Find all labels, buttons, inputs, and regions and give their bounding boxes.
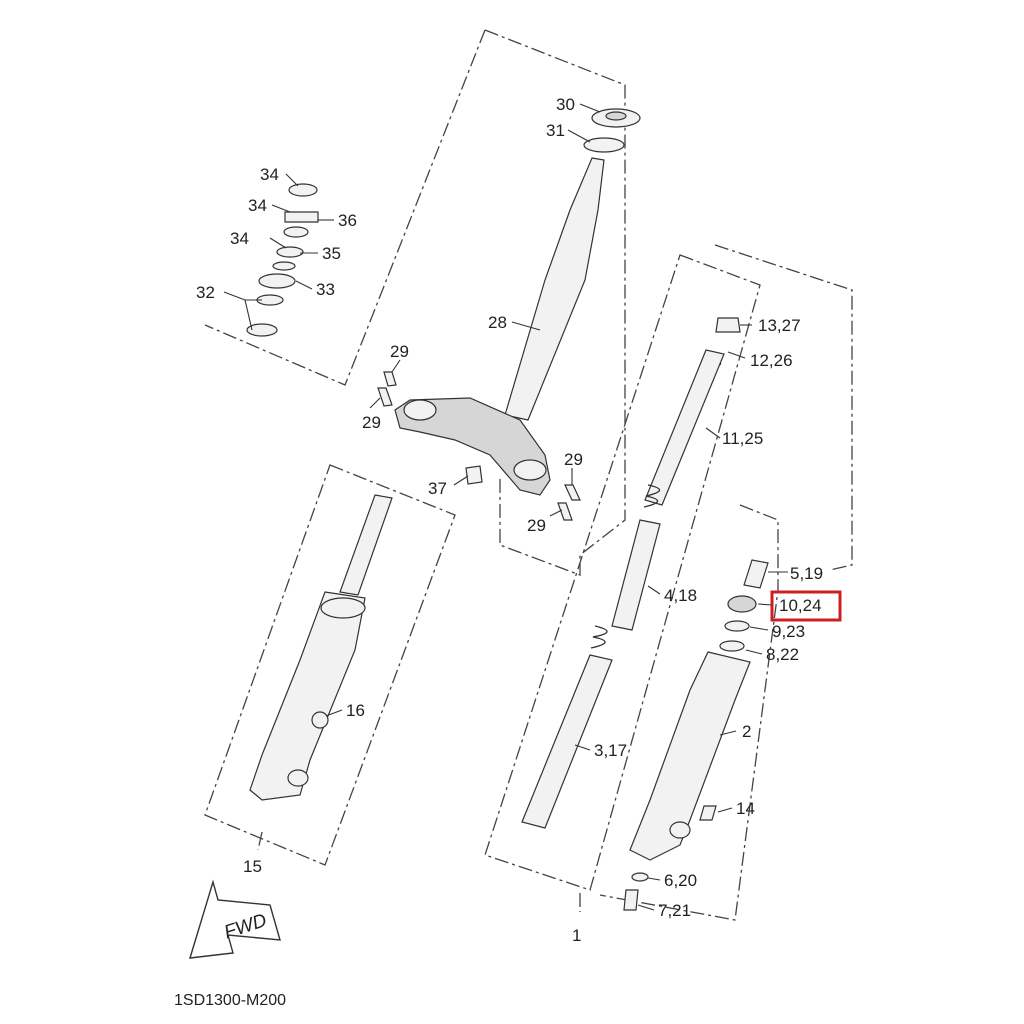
group15-leader [257, 831, 263, 851]
leader-lines [223, 103, 788, 911]
callout-9-23: 9,23 [772, 622, 805, 641]
callout-29-c: 29 [564, 450, 583, 469]
callout-5-19: 5,19 [790, 564, 823, 583]
left-fork-assembly [249, 494, 393, 801]
bearing-33 [258, 273, 296, 289]
callout-28: 28 [488, 313, 507, 332]
bearing-stack [246, 183, 319, 337]
callout-29-a: 29 [390, 342, 409, 361]
washer-34-top [288, 183, 318, 197]
right-axle-boss [669, 821, 691, 839]
callout-labels: 30 31 34 34 36 34 35 33 32 28 29 29 29 2… [196, 95, 823, 945]
under-bracket [394, 397, 551, 496]
callout-4-18: 4,18 [664, 586, 697, 605]
callout-32: 32 [196, 283, 215, 302]
inner-tube-3 [521, 654, 613, 829]
callout-37: 37 [428, 479, 447, 498]
left-caliper-boss [311, 711, 329, 729]
bracket-clamp-right [513, 459, 547, 481]
callout-10-24: 10,24 [779, 596, 822, 615]
collar-5 [743, 559, 769, 589]
washer-34-low [272, 261, 296, 271]
callout-11-25: 11,25 [722, 429, 763, 448]
callout-14: 14 [736, 799, 755, 818]
bracket-clamp-left [403, 399, 437, 421]
bolt-29-a [383, 371, 397, 387]
callout-7-21: 7,21 [658, 901, 691, 920]
inner-tube-outline [484, 254, 761, 891]
bolt-29-d [557, 502, 573, 521]
group-outlines [204, 29, 853, 921]
spring-coil-upper [643, 484, 661, 508]
clip-9 [724, 620, 750, 632]
fwd-arrow: FWD [189, 879, 281, 959]
callout-35: 35 [322, 244, 341, 263]
callout-6-20: 6,20 [664, 871, 697, 890]
callout-30: 30 [556, 95, 575, 114]
callout-33: 33 [316, 280, 335, 299]
highlight-box [770, 590, 842, 622]
lock-washer-36 [284, 211, 319, 223]
left-outer-tube-16 [249, 591, 366, 801]
washer-8 [719, 640, 745, 652]
damper-rod-4 [611, 519, 661, 631]
bolts [377, 371, 581, 521]
fork-spring-11 [644, 349, 725, 506]
callout-29-b: 29 [362, 413, 381, 432]
callout-34-mid: 34 [248, 196, 267, 215]
outer-tube-2 [629, 651, 751, 861]
callout-29-d: 29 [527, 516, 546, 535]
callout-12-26: 12,26 [750, 351, 793, 370]
right-fork-outline [714, 244, 853, 571]
bearing-kit-outline [204, 29, 486, 386]
outer-tube-outline [599, 504, 779, 921]
steering-stem-outline [484, 29, 626, 576]
right-fork-assembly [623, 559, 769, 911]
steering-stem-28 [504, 157, 605, 421]
callout-3-17: 3,17 [594, 741, 627, 760]
callout-13-27: 13,27 [758, 316, 801, 335]
callout-16: 16 [346, 701, 365, 720]
inner-tube-assembly [521, 317, 741, 829]
seal-31 [583, 137, 625, 153]
bearing-30-inner [605, 111, 627, 121]
callout-8-22: 8,22 [766, 645, 799, 664]
drawing-code: 1SD1300-M200 [174, 992, 286, 1009]
left-fork-outline [204, 464, 456, 866]
left-inner-tube [339, 494, 393, 596]
nut-35 [276, 246, 304, 258]
washer-6 [631, 872, 649, 882]
bearing-32-b [246, 323, 278, 337]
left-fork-clamp [320, 597, 366, 619]
washer-34-mid [283, 226, 309, 238]
callout-15: 15 [243, 857, 262, 876]
cap-bolt-13 [715, 317, 741, 333]
callout-34-low: 34 [230, 229, 249, 248]
steering-stem-assembly [394, 108, 641, 496]
bolt-7 [623, 889, 639, 911]
callout-31: 31 [546, 121, 565, 140]
callout-2: 2 [742, 722, 751, 741]
callout-1: 1 [572, 926, 581, 945]
callout-34-top: 34 [260, 165, 279, 184]
spring-coil-lower [590, 625, 608, 649]
oil-seal-10 [727, 595, 757, 613]
callout-36: 36 [338, 211, 357, 230]
bolt-14 [699, 805, 717, 821]
left-axle-boss [287, 769, 309, 787]
bolt-29-b [377, 387, 393, 407]
bracket-37 [465, 465, 483, 485]
bolt-29-c [564, 484, 581, 501]
